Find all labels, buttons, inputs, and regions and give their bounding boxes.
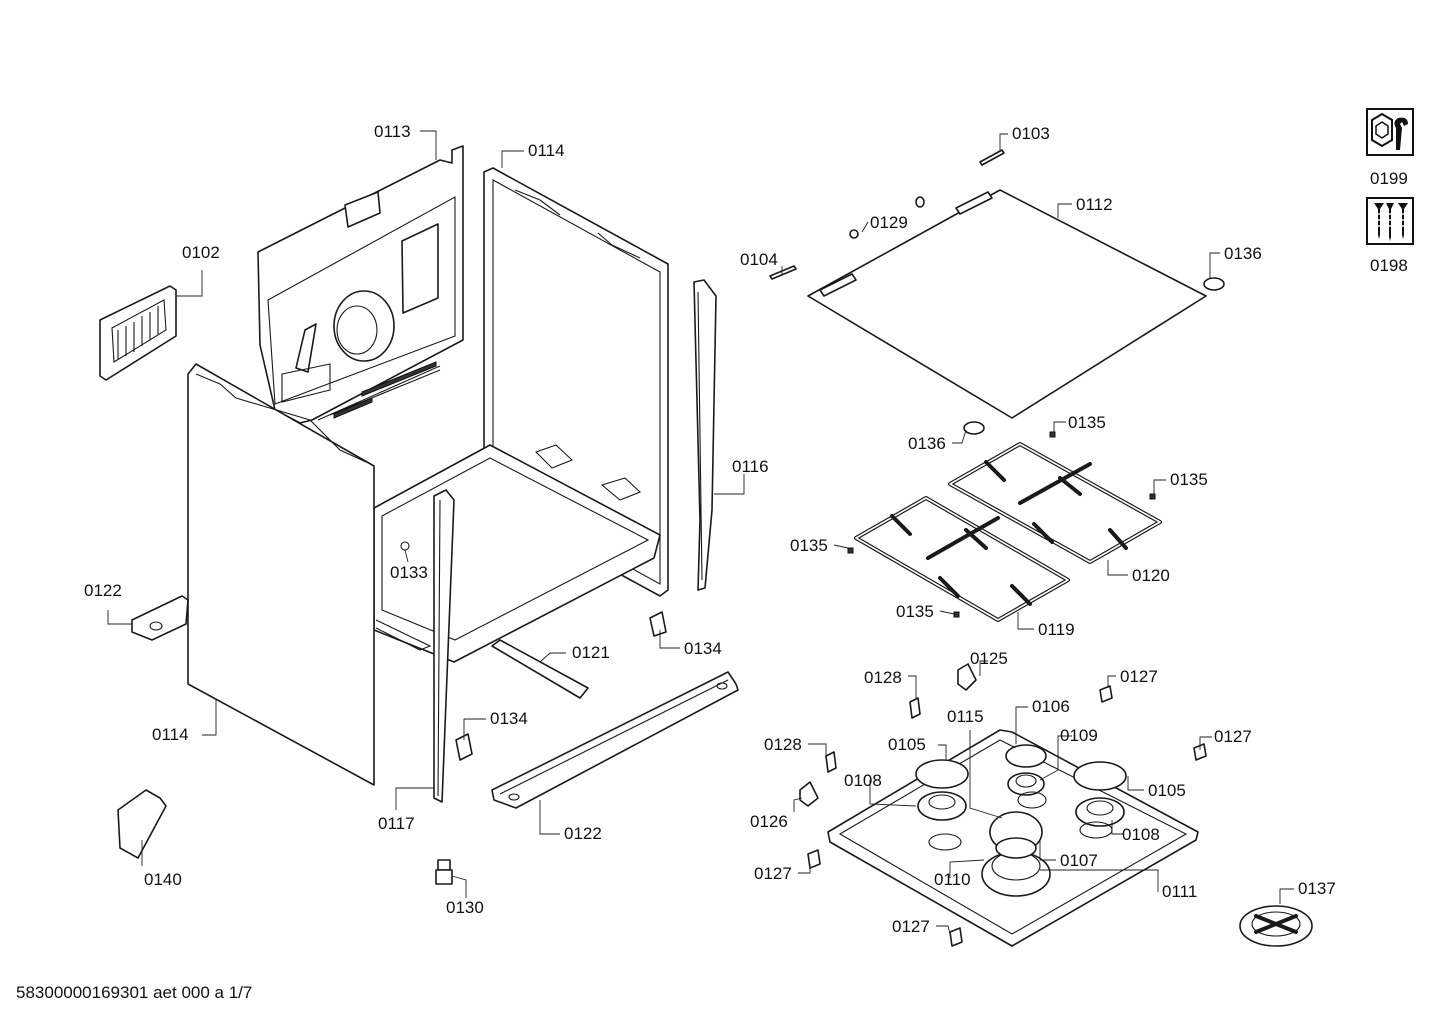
clip-0128-b	[825, 751, 837, 773]
clip-0134-a	[649, 611, 667, 637]
callout-0134: 0134	[684, 639, 722, 658]
callout-0107: 0107	[1060, 851, 1098, 870]
callout-0136: 0136	[908, 434, 946, 453]
callout-0108: 0108	[1122, 825, 1160, 844]
callout-0137: 0137	[1298, 879, 1336, 898]
callout-0117: 0117	[378, 814, 415, 833]
screw-0104	[769, 265, 797, 280]
screws-icon	[1366, 197, 1414, 245]
rubber-foot-a	[1049, 431, 1056, 438]
rubber-foot-b	[1149, 493, 1156, 500]
icon-label-0198: 0198	[1370, 256, 1408, 275]
wok-ring	[1239, 905, 1313, 947]
callout-0105: 0105	[1148, 781, 1186, 800]
callout-0140: 0140	[144, 870, 182, 889]
callout-0127: 0127	[1120, 667, 1158, 686]
callout-0110: 0110	[934, 870, 971, 889]
callout-0127: 0127	[892, 917, 930, 936]
clip-0127-d	[949, 927, 963, 947]
callout-0126: 0126	[750, 812, 788, 831]
pin-0129	[915, 196, 925, 208]
callout-0127: 0127	[754, 864, 792, 883]
callout-0127: 0127	[1214, 727, 1252, 746]
callout-0128: 0128	[864, 668, 902, 687]
callout-0106: 0106	[1032, 697, 1070, 716]
adjustable-foot	[435, 859, 453, 885]
callout-0120: 0120	[1132, 566, 1170, 585]
callout-0121: 0121	[572, 643, 610, 662]
pan-support-left	[854, 496, 1070, 622]
burner-base-b	[1017, 791, 1047, 809]
callout-0116: 0116	[732, 457, 769, 476]
glass-lid	[807, 189, 1207, 419]
callout-0102: 0102	[182, 243, 220, 262]
callout-0130: 0130	[446, 898, 484, 917]
callout-0103: 0103	[1012, 124, 1050, 143]
buffer-0136-b	[963, 421, 985, 435]
callout-0135: 0135	[1068, 413, 1106, 432]
rubber-foot-d	[953, 611, 960, 618]
callout-0122: 0122	[84, 581, 122, 600]
callout-0135: 0135	[790, 536, 828, 555]
bracket-rail	[491, 671, 739, 809]
callout-0109: 0109	[1060, 726, 1098, 745]
rubber-foot-c	[847, 547, 854, 554]
callout-0135: 0135	[1170, 470, 1208, 489]
support-rail	[491, 639, 589, 699]
pan-support-right	[948, 442, 1162, 564]
callout-0125: 0125	[970, 649, 1008, 668]
callout-0105: 0105	[888, 735, 926, 754]
callout-0129: 0129	[870, 213, 908, 232]
bracket-left	[131, 595, 189, 641]
callout-0113: 0113	[374, 122, 411, 141]
screw-0103	[979, 149, 1005, 166]
clip-0125	[957, 663, 977, 691]
clip-0126	[799, 781, 819, 807]
rear-panel	[257, 145, 464, 424]
callout-0128: 0128	[764, 735, 802, 754]
burner-heads	[917, 772, 1125, 897]
callout-0134: 0134	[490, 709, 528, 728]
callout-0119: 0119	[1038, 620, 1075, 639]
clip-0127-c	[807, 849, 821, 869]
callout-0111: 0111	[1162, 882, 1198, 901]
mounting-bracket	[117, 789, 167, 859]
callout-0135: 0135	[896, 602, 934, 621]
callout-0104: 0104	[740, 250, 778, 269]
leader-lines	[107, 130, 1294, 935]
clip-0127-a	[1099, 685, 1113, 703]
callout-0108: 0108	[844, 771, 882, 790]
clip-0127-b	[1193, 743, 1207, 761]
callout-0122: 0122	[564, 824, 602, 843]
side-rail	[693, 279, 717, 591]
burner-base-a	[928, 833, 962, 851]
left-side-panel	[187, 363, 375, 786]
callout-0133: 0133	[390, 563, 428, 582]
callout-0115: 0115	[947, 707, 984, 726]
document-id: 58300000169301 aet 000 a 1/7	[16, 983, 253, 1002]
callout-0114: 0114	[528, 141, 565, 160]
callout-0114: 0114	[152, 725, 189, 744]
clip-0128-a	[909, 697, 921, 719]
buffer-0136-a	[1203, 277, 1225, 291]
nut-0129	[849, 229, 859, 239]
callout-0136: 0136	[1224, 244, 1262, 263]
callout-0112: 0112	[1076, 195, 1113, 214]
icon-label-0199: 0199	[1370, 169, 1408, 188]
wrench-nut-icon	[1366, 108, 1414, 156]
vent-grille	[99, 285, 177, 381]
